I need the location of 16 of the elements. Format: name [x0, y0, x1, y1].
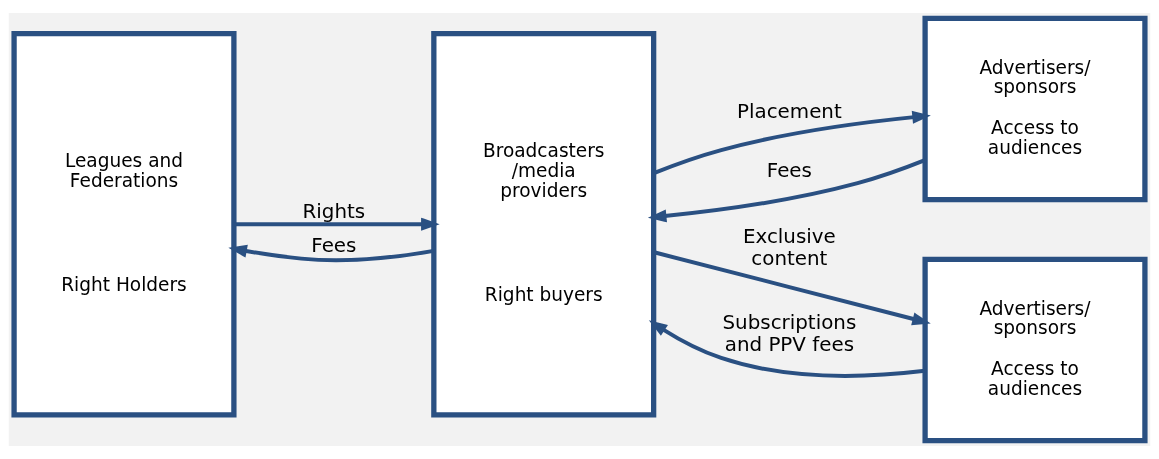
- arrow: [234, 217, 440, 231]
- edge-label: Exclusive content: [742, 224, 836, 271]
- node-box: Leagues and Federations Right Holders: [11, 30, 237, 418]
- edge-label: Subscriptions and PPV fees: [722, 310, 857, 357]
- arrow: [228, 244, 434, 263]
- node-box: Advertisers/ sponsors Access to audiences: [922, 256, 1148, 444]
- arrow: [647, 158, 926, 223]
- arrow: [653, 250, 931, 326]
- edge-label: Fees: [311, 234, 357, 258]
- node-box: Advertisers/ sponsors Access to audiences: [922, 15, 1148, 203]
- edge-label: Fees: [766, 158, 812, 182]
- edge-label: Rights: [302, 199, 366, 223]
- arrow: [653, 110, 931, 175]
- edge-label: Placement: [737, 100, 842, 124]
- node-box: Broadcasters /media providers Right buyers: [431, 30, 657, 418]
- arrow: [648, 320, 926, 378]
